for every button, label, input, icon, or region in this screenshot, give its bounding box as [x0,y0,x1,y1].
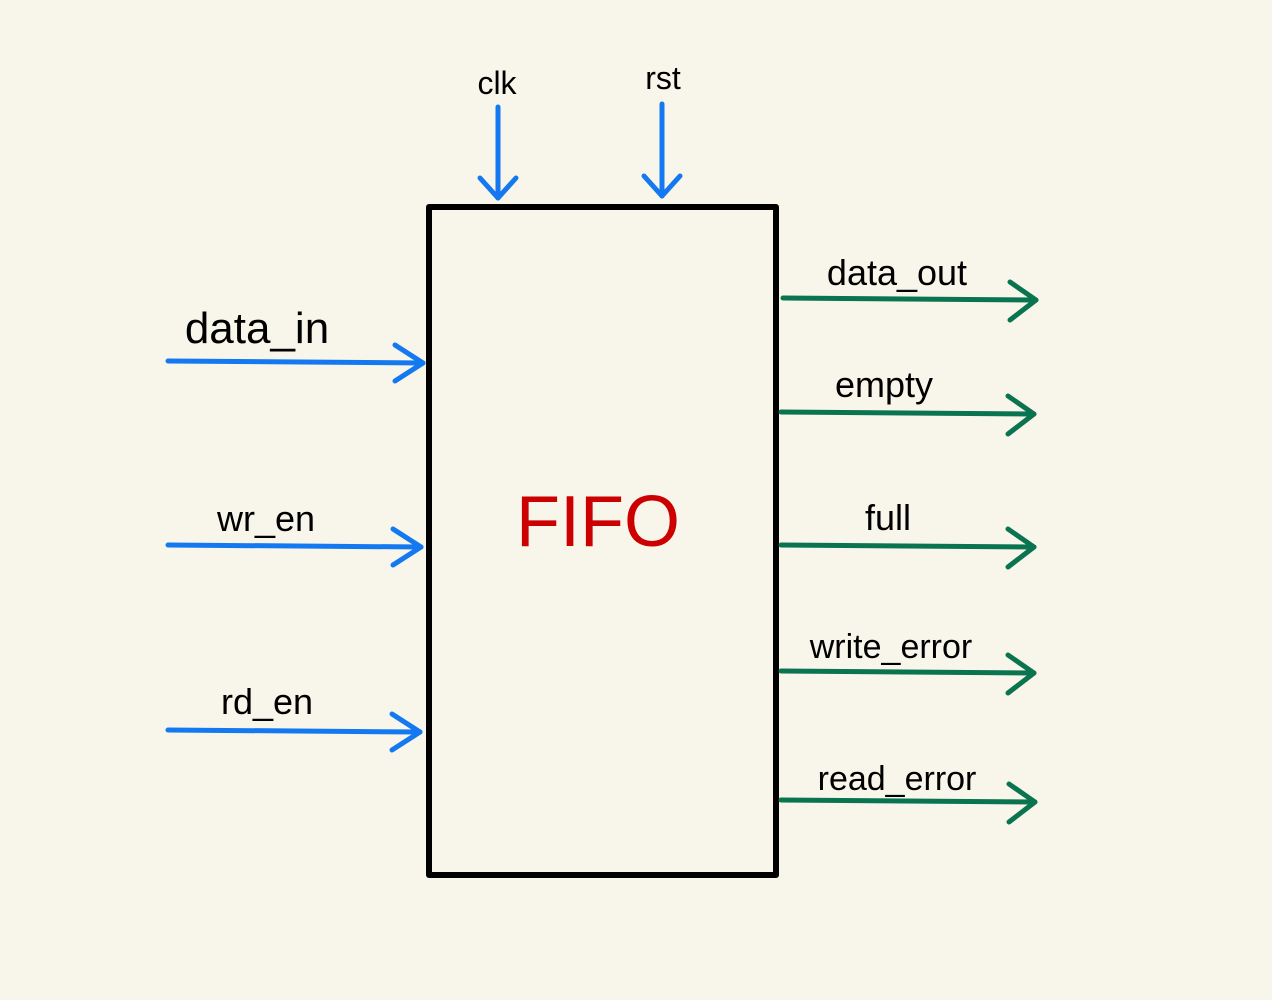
data-out-arrow-head [1007,279,1039,323]
fifo-block [426,204,779,878]
wr-en-arrow-head [390,526,424,568]
output-empty: empty [778,364,1037,437]
input-rst: rst [641,60,683,199]
data-in-arrow-line [165,358,426,366]
input-label-wr-en: wr_en [216,498,315,539]
output-data-out: data_out [780,252,1039,323]
write-error-arrow-head [1005,652,1037,696]
data-in-arrow-head [392,342,426,384]
input-rd-en: rd_en [165,681,423,753]
rst-arrow-head [641,173,683,199]
input-clk: clk [477,65,519,201]
output-full: full [778,497,1037,570]
fifo-title: FIFO [516,482,680,562]
input-label-rd-en: rd_en [221,681,313,722]
empty-arrow-head [1005,393,1037,437]
output-read-error: read_error [778,760,1038,825]
input-wr-en: wr_en [165,498,424,568]
rd-en-arrow-head [389,711,423,753]
input-data-in: data_in [165,304,426,384]
input-label-rst: rst [645,60,681,96]
read-error-arrow-line [778,797,1038,805]
wr-en-arrow-line [165,542,424,550]
empty-arrow-line [778,409,1037,417]
output-label-empty: empty [835,364,933,405]
write-error-arrow-line [778,668,1037,676]
output-label-data-out: data_out [827,252,967,293]
full-arrow-head [1005,526,1037,570]
output-label-read-error: read_error [818,760,977,798]
rd-en-arrow-line [165,727,423,735]
input-label-data-in: data_in [185,304,329,353]
output-label-full: full [865,497,911,538]
input-label-clk: clk [477,65,517,101]
output-label-write-error: write_error [809,628,972,666]
output-write-error: write_error [778,628,1037,696]
full-arrow-line [778,542,1037,550]
read-error-arrow-head [1006,781,1038,825]
clk-arrow-head [477,175,519,201]
data-out-arrow-line [780,295,1039,303]
